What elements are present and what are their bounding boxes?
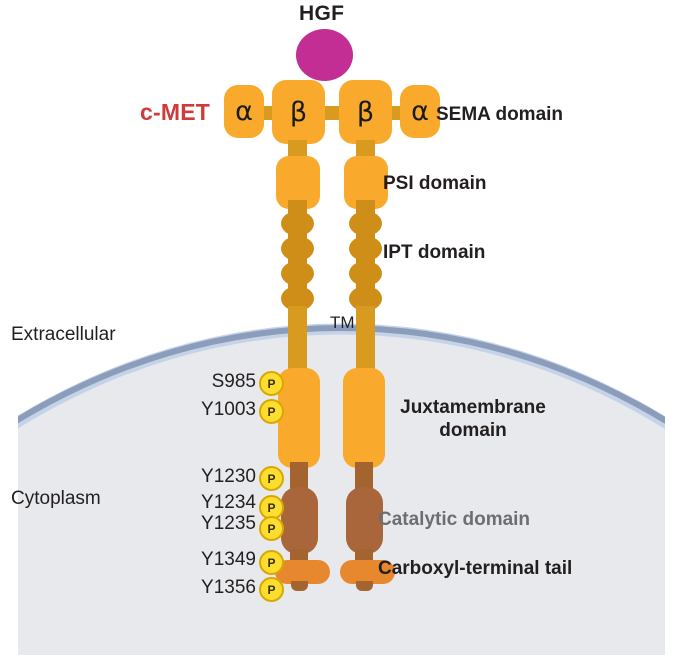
hgf-label: HGF bbox=[299, 2, 345, 25]
phospho-badge-y1349: P bbox=[259, 550, 284, 575]
sema-alpha-right: α bbox=[400, 85, 440, 138]
carboxyl-terminal-tail-left bbox=[275, 560, 330, 584]
site-label-y1230: Y1230 bbox=[201, 466, 256, 487]
phospho-badge-y1235: P bbox=[259, 516, 284, 541]
sema-domain-label: SEMA domain bbox=[436, 104, 564, 125]
catalytic-neck-right bbox=[355, 462, 373, 490]
catalytic-domain-left bbox=[281, 487, 318, 554]
sema-psi-connector-right bbox=[356, 140, 375, 158]
juxtamembrane-domain-left bbox=[278, 368, 320, 468]
carboxyl-terminal-tail-right bbox=[340, 560, 395, 584]
juxtamembrane-domain-right bbox=[343, 368, 385, 468]
ipt-bead-right-3 bbox=[349, 261, 382, 286]
tm-segment-left bbox=[288, 306, 307, 376]
site-label-s985: S985 bbox=[211, 371, 256, 392]
ipt-bead-left-3 bbox=[281, 261, 314, 286]
psi-domain-label: PSI domain bbox=[383, 173, 487, 194]
tm-segment-right bbox=[356, 306, 375, 376]
site-label-y1356: Y1356 bbox=[201, 577, 256, 598]
phospho-badge-y1356: P bbox=[259, 577, 284, 602]
phospho-badge-s985: P bbox=[259, 371, 284, 396]
ipt-bead-right-1 bbox=[349, 211, 382, 236]
ipt-bead-left-1 bbox=[281, 211, 314, 236]
site-label-y1349: Y1349 bbox=[201, 549, 256, 570]
extracellular-label: Extracellular bbox=[11, 324, 116, 345]
catalytic-neck-left bbox=[290, 462, 308, 490]
phospho-badge-y1003: P bbox=[259, 399, 284, 424]
hgf-ligand-circle bbox=[296, 29, 353, 81]
site-label-y1235: Y1235 bbox=[201, 513, 256, 534]
catalytic-domain-label: Catalytic domain bbox=[378, 509, 531, 530]
ipt-bead-left-2 bbox=[281, 236, 314, 261]
carboxyl-terminal-tail-label: Carboxyl-terminal tail bbox=[378, 558, 573, 579]
sema-alpha-left: α bbox=[224, 85, 264, 138]
tm-label: TM bbox=[330, 313, 355, 332]
beta-beta-linker bbox=[322, 106, 342, 120]
site-label-y1003: Y1003 bbox=[201, 399, 256, 420]
carboxyl-tail-stub-right bbox=[356, 581, 373, 591]
ipt-bead-right-2 bbox=[349, 236, 382, 261]
carboxyl-tail-stub-left bbox=[291, 581, 308, 591]
sema-beta-left: β bbox=[272, 80, 325, 144]
cmet-label: c-MET bbox=[140, 99, 210, 125]
phospho-badge-y1230: P bbox=[259, 466, 284, 491]
catalytic-domain-right bbox=[346, 487, 383, 554]
cytoplasm-label: Cytoplasm bbox=[11, 488, 101, 509]
ipt-domain-label: IPT domain bbox=[383, 242, 486, 263]
site-label-y1234: Y1234 bbox=[201, 492, 256, 513]
sema-psi-connector-left bbox=[288, 140, 307, 158]
sema-beta-right: β bbox=[339, 80, 392, 144]
juxtamembrane-domain-label: Juxtamembrane domain bbox=[400, 397, 546, 442]
